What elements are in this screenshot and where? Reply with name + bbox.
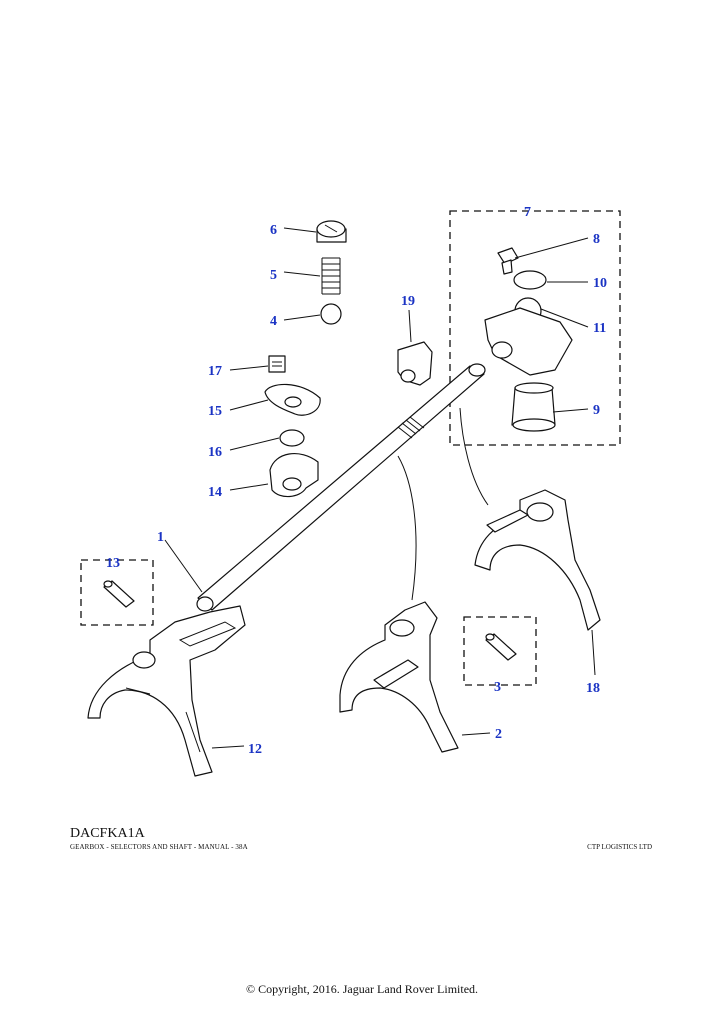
callout-11[interactable]: 11 [593,321,606,336]
leader-14 [229,483,269,491]
vendor-name: CTP LOGISTICS LTD [587,843,652,851]
callout-12[interactable]: 12 [248,742,262,757]
assembly-line-right [459,407,489,506]
bush-9 [511,382,556,432]
o-ring-16 [279,429,305,447]
leader-12 [211,745,245,749]
diagram-description: GEARBOX - SELECTORS AND SHAFT - MANUAL -… [70,843,248,851]
callout-4[interactable]: 4 [270,314,277,329]
detent-spring-5 [321,257,341,295]
selector-shaft [196,363,486,612]
callout-10[interactable]: 10 [593,276,607,291]
pin-13 [103,580,135,608]
callout-13[interactable]: 13 [106,556,120,571]
detent-plug-6 [316,220,347,243]
shift-block-19 [397,341,433,386]
callout-6[interactable]: 6 [270,223,277,238]
bolt-8 [497,247,519,275]
callout-19[interactable]: 19 [401,294,415,309]
leader-15 [229,399,269,411]
leader-6 [283,227,317,233]
leader-9 [552,408,589,413]
o-ring-10 [513,270,547,290]
callout-2[interactable]: 2 [495,727,502,742]
group-box-3 [463,616,537,686]
guide-14 [269,453,319,498]
callout-9[interactable]: 9 [593,403,600,418]
copyright-notice: © Copyright, 2016. Jaguar Land Rover Lim… [245,982,479,996]
diagram-code: DACFKA1A [70,826,145,841]
leader-19 [408,309,412,343]
leader-16 [229,437,280,451]
callout-8[interactable]: 8 [593,232,600,247]
callout-7[interactable]: 7 [524,205,531,220]
callout-15[interactable]: 15 [208,404,222,419]
selector-fork-18 [474,489,601,631]
detent-ball-4 [320,303,342,325]
callout-5[interactable]: 5 [270,268,277,283]
callout-18[interactable]: 18 [586,681,600,696]
callout-1[interactable]: 1 [157,530,164,545]
leader-2 [461,732,491,736]
leader-17 [229,365,269,371]
selector-housing-11 [484,297,573,376]
leader-18 [591,629,596,676]
bolt-17 [268,355,286,373]
group-box-7 [449,210,621,446]
leader-11 [540,308,589,328]
group-box-13 [80,559,154,626]
callout-3[interactable]: 3 [494,680,501,695]
leader-5 [283,271,321,277]
leader-8 [514,237,589,259]
selector-fork-2 [339,601,459,753]
leader-4 [283,314,321,321]
retaining-plate-15 [264,383,321,416]
callout-14[interactable]: 14 [208,485,222,500]
assembly-line-left [397,455,417,601]
leader-1 [164,539,203,593]
callout-17[interactable]: 17 [208,364,222,379]
pin-3 [485,633,517,661]
selector-fork-12 [87,605,246,777]
callout-16[interactable]: 16 [208,445,222,460]
